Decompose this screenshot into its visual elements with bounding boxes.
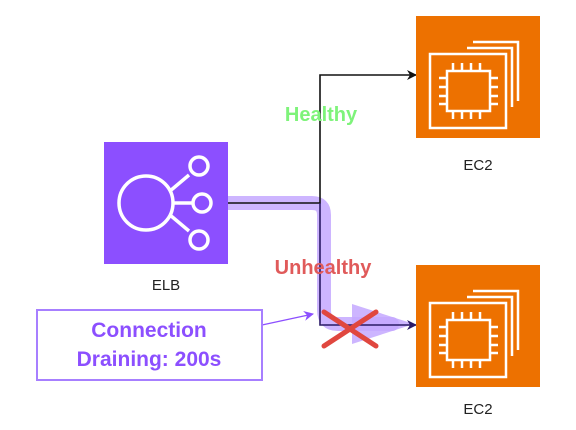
unhealthy-label: Unhealthy xyxy=(275,257,373,279)
unhealthy-connection-edge xyxy=(319,203,417,330)
healthy-connection-edge xyxy=(228,70,417,204)
connection-draining-callout: Connection Draining: 200s xyxy=(36,309,314,381)
ec2-top-icon-background xyxy=(416,16,540,138)
blocked-cross-icon xyxy=(321,309,379,349)
healthy-label: Healthy xyxy=(285,104,358,126)
elb-node: ELB xyxy=(104,142,228,294)
ec2-top-label: EC2 xyxy=(463,157,492,174)
cpu-chip-icon xyxy=(428,40,520,130)
ec2-bottom-node: EC2 xyxy=(416,265,540,418)
ec2-top-node: EC2 xyxy=(416,16,540,174)
ec2-bottom-icon-background xyxy=(416,265,540,387)
elastic-load-balancing-icon xyxy=(117,155,213,251)
callout-box xyxy=(36,309,263,381)
cpu-chip-icon xyxy=(428,289,520,379)
callout-line-1: Connection xyxy=(91,319,207,342)
elb-label: ELB xyxy=(152,277,180,294)
ec2-bottom-label: EC2 xyxy=(463,401,492,418)
callout-pointer-arrow xyxy=(261,311,314,326)
callout-line-2: Draining: 200s xyxy=(77,348,222,371)
